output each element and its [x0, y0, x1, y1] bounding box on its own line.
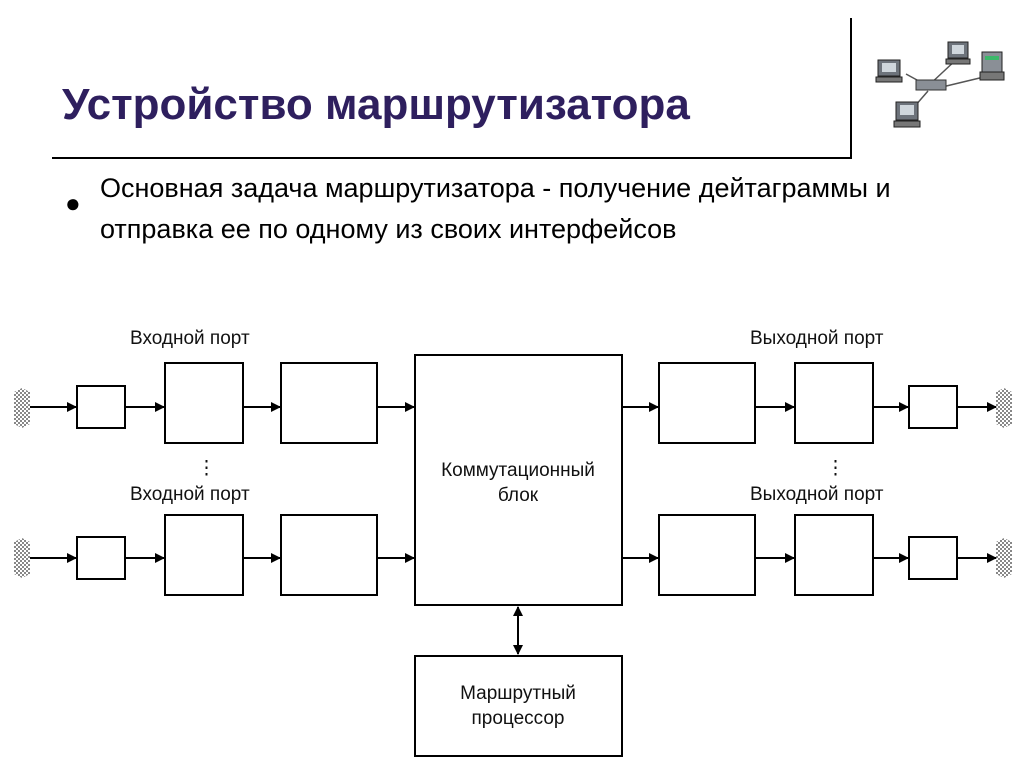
output-port-label-top: Выходной порт: [750, 328, 884, 349]
output-bottom-box-3: [908, 536, 958, 580]
output-link-top: [996, 388, 1012, 428]
route-processor-label-1: Маршрутный: [460, 683, 576, 704]
input-port-label-top: Входной порт: [130, 328, 250, 349]
input-ellipsis: ⋮: [197, 458, 216, 479]
input-top-box-1: [76, 385, 126, 429]
input-port-label-bottom: Входной порт: [130, 484, 250, 505]
bullet-dot-icon: ●: [65, 188, 81, 218]
input-top-box-2: [164, 362, 244, 444]
output-bottom-box-1: [658, 514, 756, 596]
bullet-text: Основная задача маршрутизатора - получен…: [100, 173, 891, 244]
network-computers-icon: [875, 41, 1005, 128]
switch-block-label-2: блок: [498, 485, 539, 506]
route-processor-block: [414, 655, 623, 757]
input-link-top: [14, 388, 30, 428]
input-bottom-box-1: [76, 536, 126, 580]
input-bottom-box-2: [164, 514, 244, 596]
input-link-bottom: [14, 538, 30, 578]
input-bottom-box-3: [280, 514, 378, 596]
output-link-bottom: [996, 538, 1012, 578]
switch-block: [414, 354, 623, 606]
output-ellipsis: ⋮: [826, 458, 845, 479]
input-top-box-3: [280, 362, 378, 444]
output-port-label-bottom: Выходной порт: [750, 484, 884, 505]
output-bottom-box-2: [794, 514, 874, 596]
slide-title: Устройство маршрутизатора: [62, 80, 690, 129]
title-divider-horizontal: [52, 157, 852, 159]
output-top-box-3: [908, 385, 958, 429]
switch-block-label-1: Коммутационный: [441, 460, 595, 481]
title-divider-vertical: [850, 18, 852, 158]
output-top-box-2: [794, 362, 874, 444]
output-top-box-1: [658, 362, 756, 444]
route-processor-label-2: процессор: [471, 708, 564, 729]
